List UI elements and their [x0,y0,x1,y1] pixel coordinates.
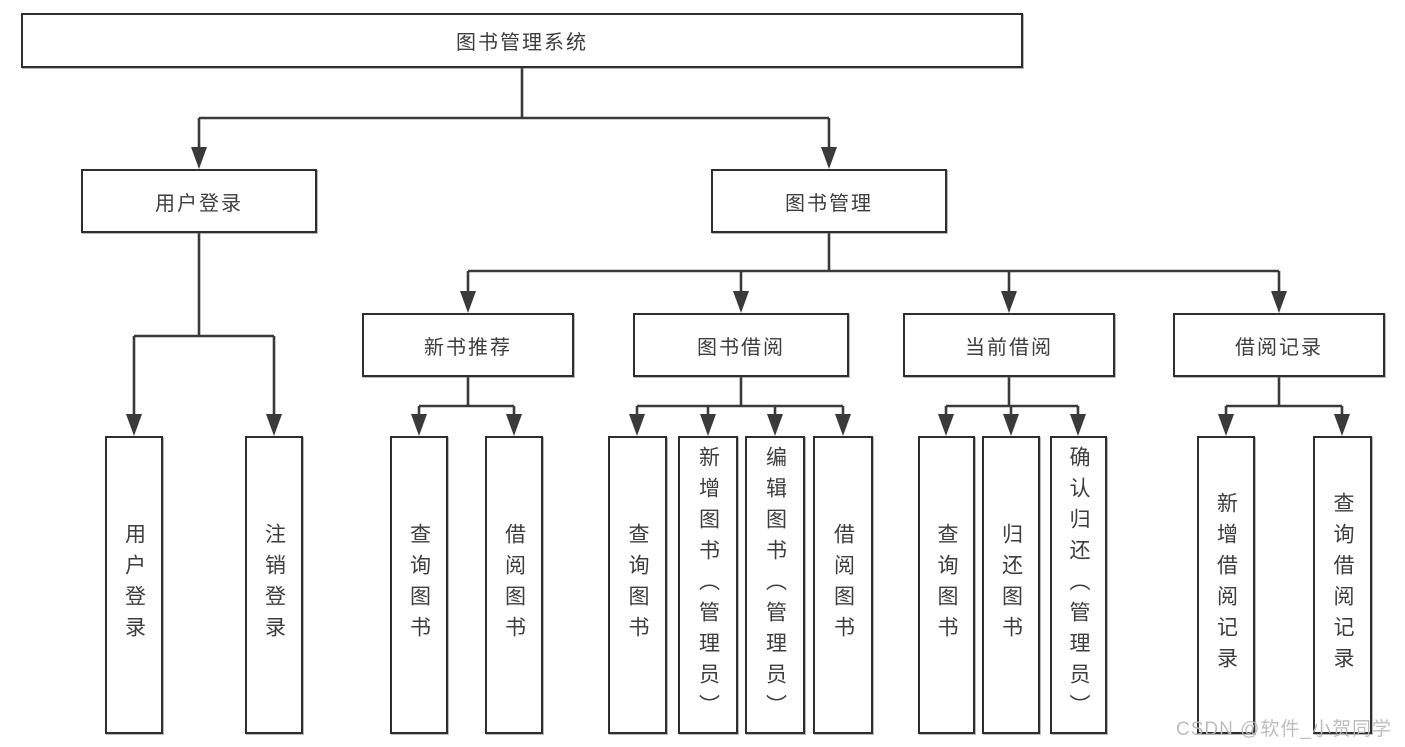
edge-borrowing-records-children [1218,377,1350,436]
leaf-cb-return-books-label: 归还图书 [999,523,1023,647]
leaf-bb-borrow-books-label: 借阅图书 [831,523,855,647]
leaf-cb-confirm-return-label: 确认归还（管理员） [1067,445,1090,725]
leaf-bb-borrow-books: 借阅图书 [813,436,873,734]
leaf-bb-query-books-label: 查询图书 [626,523,649,647]
leaf-cb-confirm-return: 确认归还（管理员） [1050,436,1107,734]
node-book-management: 图书管理 [711,169,947,233]
leaf-user-login-label: 用户登录 [122,523,146,647]
arrowhead [1271,291,1287,313]
arrowhead [266,414,282,436]
arrowhead [767,414,783,436]
node-new-book-recommend: 新书推荐 [362,313,574,377]
arrowhead [1218,414,1234,436]
arrowhead [1001,291,1017,313]
node-borrowing-records-label: 借阅记录 [1235,336,1323,359]
watermark: CSDN @软件_小贺同学 [1176,719,1392,740]
arrowhead [126,414,142,436]
arrowhead [821,147,837,169]
arrowhead [700,414,716,436]
arrowhead [835,414,851,436]
arrowhead [1334,414,1350,436]
leaf-nbr-query-books-label: 查询图书 [407,523,431,647]
leaf-bb-add-books: 新增图书（管理员） [678,436,738,734]
arrowhead [411,414,427,436]
leaf-user-login: 用户登录 [105,436,163,734]
edge-book-borrowing-children [629,377,851,436]
leaf-bb-query-books: 查询图书 [608,436,667,734]
arrowhead [938,414,954,436]
node-current-borrowing: 当前借阅 [903,313,1115,377]
node-user-login: 用户登录 [81,169,317,233]
leaf-bb-edit-books-label: 编辑图书（管理员） [763,445,787,725]
arrowhead [629,414,645,436]
leaf-nbr-borrow-books-label: 借阅图书 [502,523,526,647]
node-root-label: 图书管理系统 [456,32,588,54]
leaf-logout-label: 注销登录 [262,523,286,647]
arrowhead [191,147,207,169]
leaf-br-query-record: 查询借阅记录 [1313,436,1372,734]
arrowhead [733,291,749,313]
leaf-logout: 注销登录 [245,436,303,734]
leaf-cb-return-books: 归还图书 [982,436,1040,734]
leaf-cb-query-books-label: 查询图书 [935,523,958,647]
leaf-cb-query-books: 查询图书 [918,436,975,734]
arrowhead [506,414,522,436]
edge-new-book-recommend-children [411,377,522,436]
node-root: 图书管理系统 [21,13,1023,68]
leaf-br-add-record: 新增借阅记录 [1197,436,1255,734]
node-new-book-recommend-label: 新书推荐 [424,336,512,359]
node-book-borrowing: 图书借阅 [633,313,849,377]
node-book-management-label: 图书管理 [785,192,873,215]
node-user-login-label: 用户登录 [155,192,243,215]
leaf-nbr-borrow-books: 借阅图书 [485,436,543,734]
edge-book-management-children [460,233,1287,313]
leaf-br-query-record-label: 查询借阅记录 [1331,492,1354,678]
node-book-borrowing-label: 图书借阅 [697,336,785,359]
node-current-borrowing-label: 当前借阅 [965,336,1053,359]
arrowhead [1070,414,1086,436]
arrowhead [460,291,476,313]
edge-root-to-level2 [191,68,837,169]
leaf-nbr-query-books: 查询图书 [390,436,448,734]
leaf-bb-add-books-label: 新增图书（管理员） [696,445,720,725]
edge-user-login-children [126,233,282,436]
leaf-bb-edit-books: 编辑图书（管理员） [745,436,805,734]
node-borrowing-records: 借阅记录 [1173,313,1385,377]
edge-current-borrowing-children [938,377,1086,436]
leaf-br-add-record-label: 新增借阅记录 [1214,492,1238,678]
arrowhead [1003,414,1019,436]
